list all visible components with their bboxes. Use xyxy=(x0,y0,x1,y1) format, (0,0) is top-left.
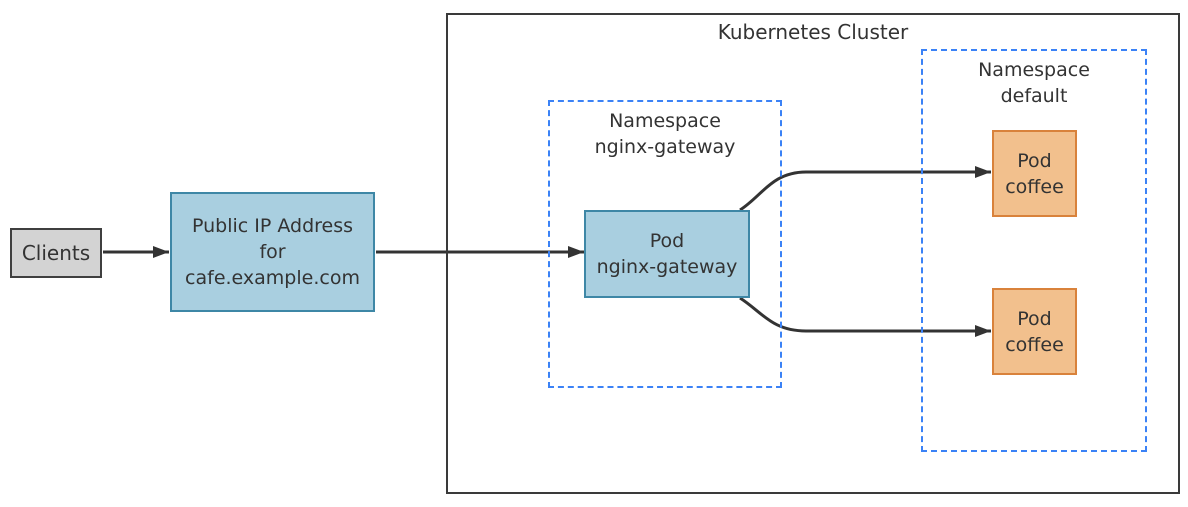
public-ip-label-line1: Public IP Address xyxy=(191,215,354,237)
clients-node: Clients xyxy=(10,228,102,278)
pod-coffee-label-line2: coffee xyxy=(1005,333,1064,356)
namespace-default-label: Namespace default xyxy=(923,57,1145,109)
clients-label: Clients xyxy=(21,241,91,265)
public-ip-label-line2: for xyxy=(259,241,286,263)
pod-nginx-gateway-label-line1: Pod xyxy=(649,230,685,252)
pod-coffee-node-bottom: Pod coffee xyxy=(992,288,1077,375)
pod-coffee-label-line1: Pod xyxy=(1017,149,1052,172)
namespace-label-line2: nginx-gateway xyxy=(594,136,736,158)
public-ip-label-line3: cafe.example.com xyxy=(185,267,360,289)
pod-coffee-label-line1: Pod xyxy=(1017,307,1052,330)
pod-coffee-node-top: Pod coffee xyxy=(992,130,1077,217)
namespace-nginx-gateway-label: Namespace nginx-gateway xyxy=(550,108,780,160)
pod-coffee-label-line2: coffee xyxy=(1005,175,1064,198)
public-ip-node: Public IP Address for cafe.example.com xyxy=(170,192,375,312)
pod-nginx-gateway-label-line2: nginx-gateway xyxy=(596,256,738,278)
pod-nginx-gateway-node: Pod nginx-gateway xyxy=(584,210,750,298)
namespace-label-line1: Namespace xyxy=(978,59,1090,81)
kubernetes-cluster-box: Kubernetes Cluster xyxy=(446,13,1180,494)
namespace-label-line2: default xyxy=(1000,85,1068,107)
kubernetes-cluster-title: Kubernetes Cluster xyxy=(717,20,909,44)
namespace-default-box: Namespace default xyxy=(921,49,1147,452)
namespace-nginx-gateway-box: Namespace nginx-gateway xyxy=(548,100,782,388)
namespace-label-line1: Namespace xyxy=(609,110,721,132)
